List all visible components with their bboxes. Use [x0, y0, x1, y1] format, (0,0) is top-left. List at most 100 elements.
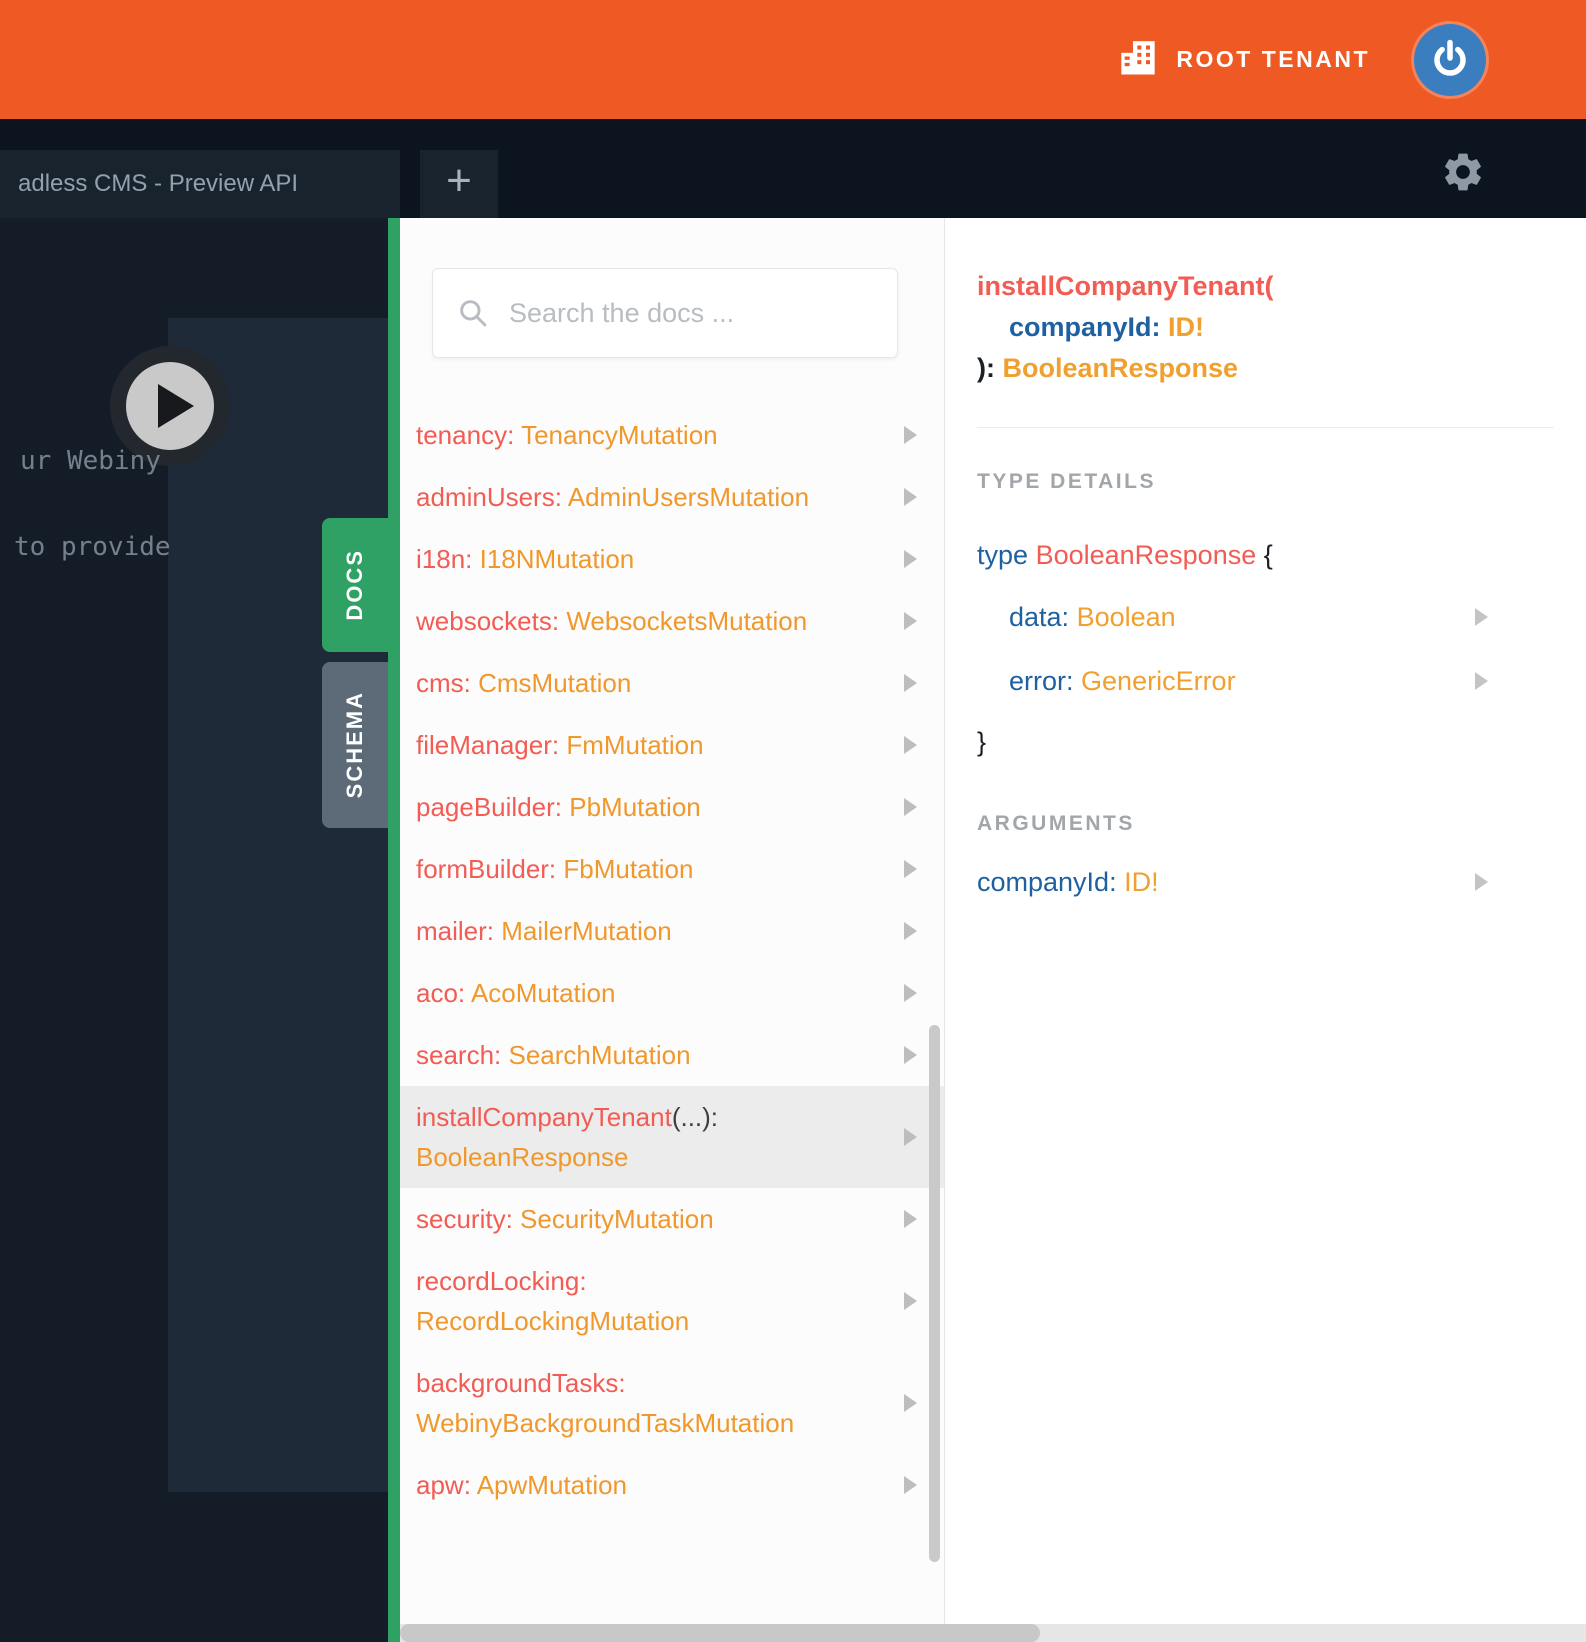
field-detail-panel: installCompanyTenant( companyId: ID! ): … [945, 218, 1586, 1642]
docs-field-row[interactable]: recordLocking: RecordLockingMutation [400, 1250, 944, 1352]
chevron-right-icon [904, 860, 917, 878]
docs-field-row[interactable]: aco: AcoMutation [400, 962, 944, 1024]
chevron-right-icon [904, 984, 917, 1002]
editor-comment-line-2: to provide [14, 532, 171, 562]
field-type: FmMutation [566, 730, 704, 760]
field-type: SecurityMutation [520, 1204, 714, 1234]
chevron-right-icon [904, 488, 917, 506]
field-name: tenancy: [416, 420, 515, 450]
organization-building-icon [1118, 39, 1158, 80]
topbar: ROOT TENANT [0, 0, 1586, 119]
field-name: aco: [416, 978, 466, 1008]
docs-field-row[interactable]: fileManager: FmMutation [400, 714, 944, 776]
docs-accent-border [388, 218, 400, 1642]
field-name: security: [416, 1204, 513, 1234]
field-name: cms: [416, 668, 471, 698]
settings-gear-icon[interactable] [1440, 149, 1486, 195]
docs-field-row[interactable]: backgroundTasks: WebinyBackgroundTaskMut… [400, 1352, 944, 1454]
chevron-right-icon [1475, 873, 1488, 891]
docs-field-row[interactable]: websockets: WebsocketsMutation [400, 590, 944, 652]
docs-field-row[interactable]: mailer: MailerMutation [400, 900, 944, 962]
chevron-right-icon [904, 798, 917, 816]
field-signature: installCompanyTenant( companyId: ID! ): … [977, 266, 1554, 428]
field-name: recordLocking: [416, 1266, 587, 1296]
type-declaration: type BooleanResponse { [977, 540, 1273, 570]
video-card [168, 318, 388, 1492]
docs-field-row[interactable]: i18n: I18NMutation [400, 528, 944, 590]
field-name: mailer: [416, 916, 495, 946]
power-logo-icon[interactable] [1414, 23, 1486, 96]
field-args: (...): [671, 1102, 719, 1132]
docs-field-row[interactable]: adminUsers: AdminUsersMutation [400, 466, 944, 528]
field-type: TenancyMutation [521, 420, 718, 450]
docs-field-row[interactable]: installCompanyTenant(...): BooleanRespon… [400, 1086, 944, 1188]
chevron-right-icon [904, 1128, 917, 1146]
field-type: WebsocketsMutation [566, 606, 808, 636]
field-type: AdminUsersMutation [567, 482, 810, 512]
video-play-button[interactable] [110, 346, 230, 466]
docs-search-input[interactable] [509, 297, 873, 329]
editor-comment-line-1: ur Webiny [20, 446, 161, 476]
field-type: RecordLockingMutation [416, 1306, 690, 1336]
new-tab-button[interactable]: + [420, 150, 498, 218]
field-name: search: [416, 1040, 502, 1070]
docs-field-row[interactable]: tenancy: TenancyMutation [400, 404, 944, 466]
docs-field-row[interactable]: search: SearchMutation [400, 1024, 944, 1086]
chevron-right-icon [904, 736, 917, 754]
field-type: I18NMutation [479, 544, 635, 574]
tab-docs[interactable]: DOCS [322, 518, 388, 652]
search-icon [460, 300, 487, 327]
type-details-heading: TYPE DETAILS [977, 470, 1156, 493]
type-field-row[interactable]: data: Boolean [1009, 599, 1554, 635]
signature-line-2: companyId: ID! [1009, 312, 1205, 342]
chevron-right-icon [904, 426, 917, 444]
query-editor-area: ur Webiny to provide [0, 218, 388, 1642]
tab-docs-label: DOCS [342, 549, 367, 621]
type-field-row[interactable]: error: GenericError [1009, 663, 1554, 699]
topbar-right-group: ROOT TENANT [1118, 0, 1486, 119]
type-field-list: data: Boolean error: GenericError [945, 599, 1586, 699]
signature-line-1: installCompanyTenant( [977, 271, 1274, 301]
main-area: ur Webiny to provide DOCS SCHEMA tenancy… [0, 218, 1586, 1642]
field-name: formBuilder: [416, 854, 557, 884]
field-name: fileManager: [416, 730, 560, 760]
chevron-right-icon [904, 612, 917, 630]
chevron-right-icon [904, 674, 917, 692]
tab-headless-cms-preview-api[interactable]: adless CMS - Preview API [0, 150, 400, 218]
tab-schema-label: SCHEMA [342, 691, 367, 799]
field-name: installCompanyTenant [416, 1102, 672, 1132]
docs-scrollbar-thumb[interactable] [929, 1025, 940, 1562]
field-type: CmsMutation [478, 668, 632, 698]
field-type: ApwMutation [476, 1470, 628, 1500]
docs-field-row[interactable]: security: SecurityMutation [400, 1188, 944, 1250]
field-name: pageBuilder: [416, 792, 562, 822]
chevron-right-icon [1475, 672, 1488, 690]
chevron-right-icon [904, 922, 917, 940]
docs-search-box[interactable] [432, 268, 898, 358]
chevron-right-icon [904, 1292, 917, 1310]
horizontal-scrollbar-thumb[interactable] [400, 1624, 1040, 1642]
tab-bar: adless CMS - Preview API + [0, 119, 1586, 218]
argument-list: companyId: ID! [945, 864, 1586, 900]
argument-row[interactable]: companyId: ID! [977, 864, 1554, 900]
type-close-brace: } [977, 727, 987, 757]
field-name: adminUsers: [416, 482, 562, 512]
field-type: FbMutation [563, 854, 694, 884]
chevron-right-icon [1475, 608, 1488, 626]
field-name: backgroundTasks: [416, 1368, 626, 1398]
chevron-right-icon [904, 1476, 917, 1494]
docs-field-row[interactable]: cms: CmsMutation [400, 652, 944, 714]
tenant-label[interactable]: ROOT TENANT [1176, 46, 1370, 72]
field-type: WebinyBackgroundTaskMutation [416, 1408, 795, 1438]
field-type: PbMutation [569, 792, 701, 822]
arguments-heading: ARGUMENTS [977, 812, 1135, 835]
field-type: SearchMutation [508, 1040, 691, 1070]
tab-schema[interactable]: SCHEMA [322, 662, 388, 828]
docs-field-row[interactable]: apw: ApwMutation [400, 1454, 944, 1516]
horizontal-scrollbar[interactable] [400, 1624, 1586, 1642]
docs-field-row[interactable]: formBuilder: FbMutation [400, 838, 944, 900]
docs-field-row[interactable]: pageBuilder: PbMutation [400, 776, 944, 838]
